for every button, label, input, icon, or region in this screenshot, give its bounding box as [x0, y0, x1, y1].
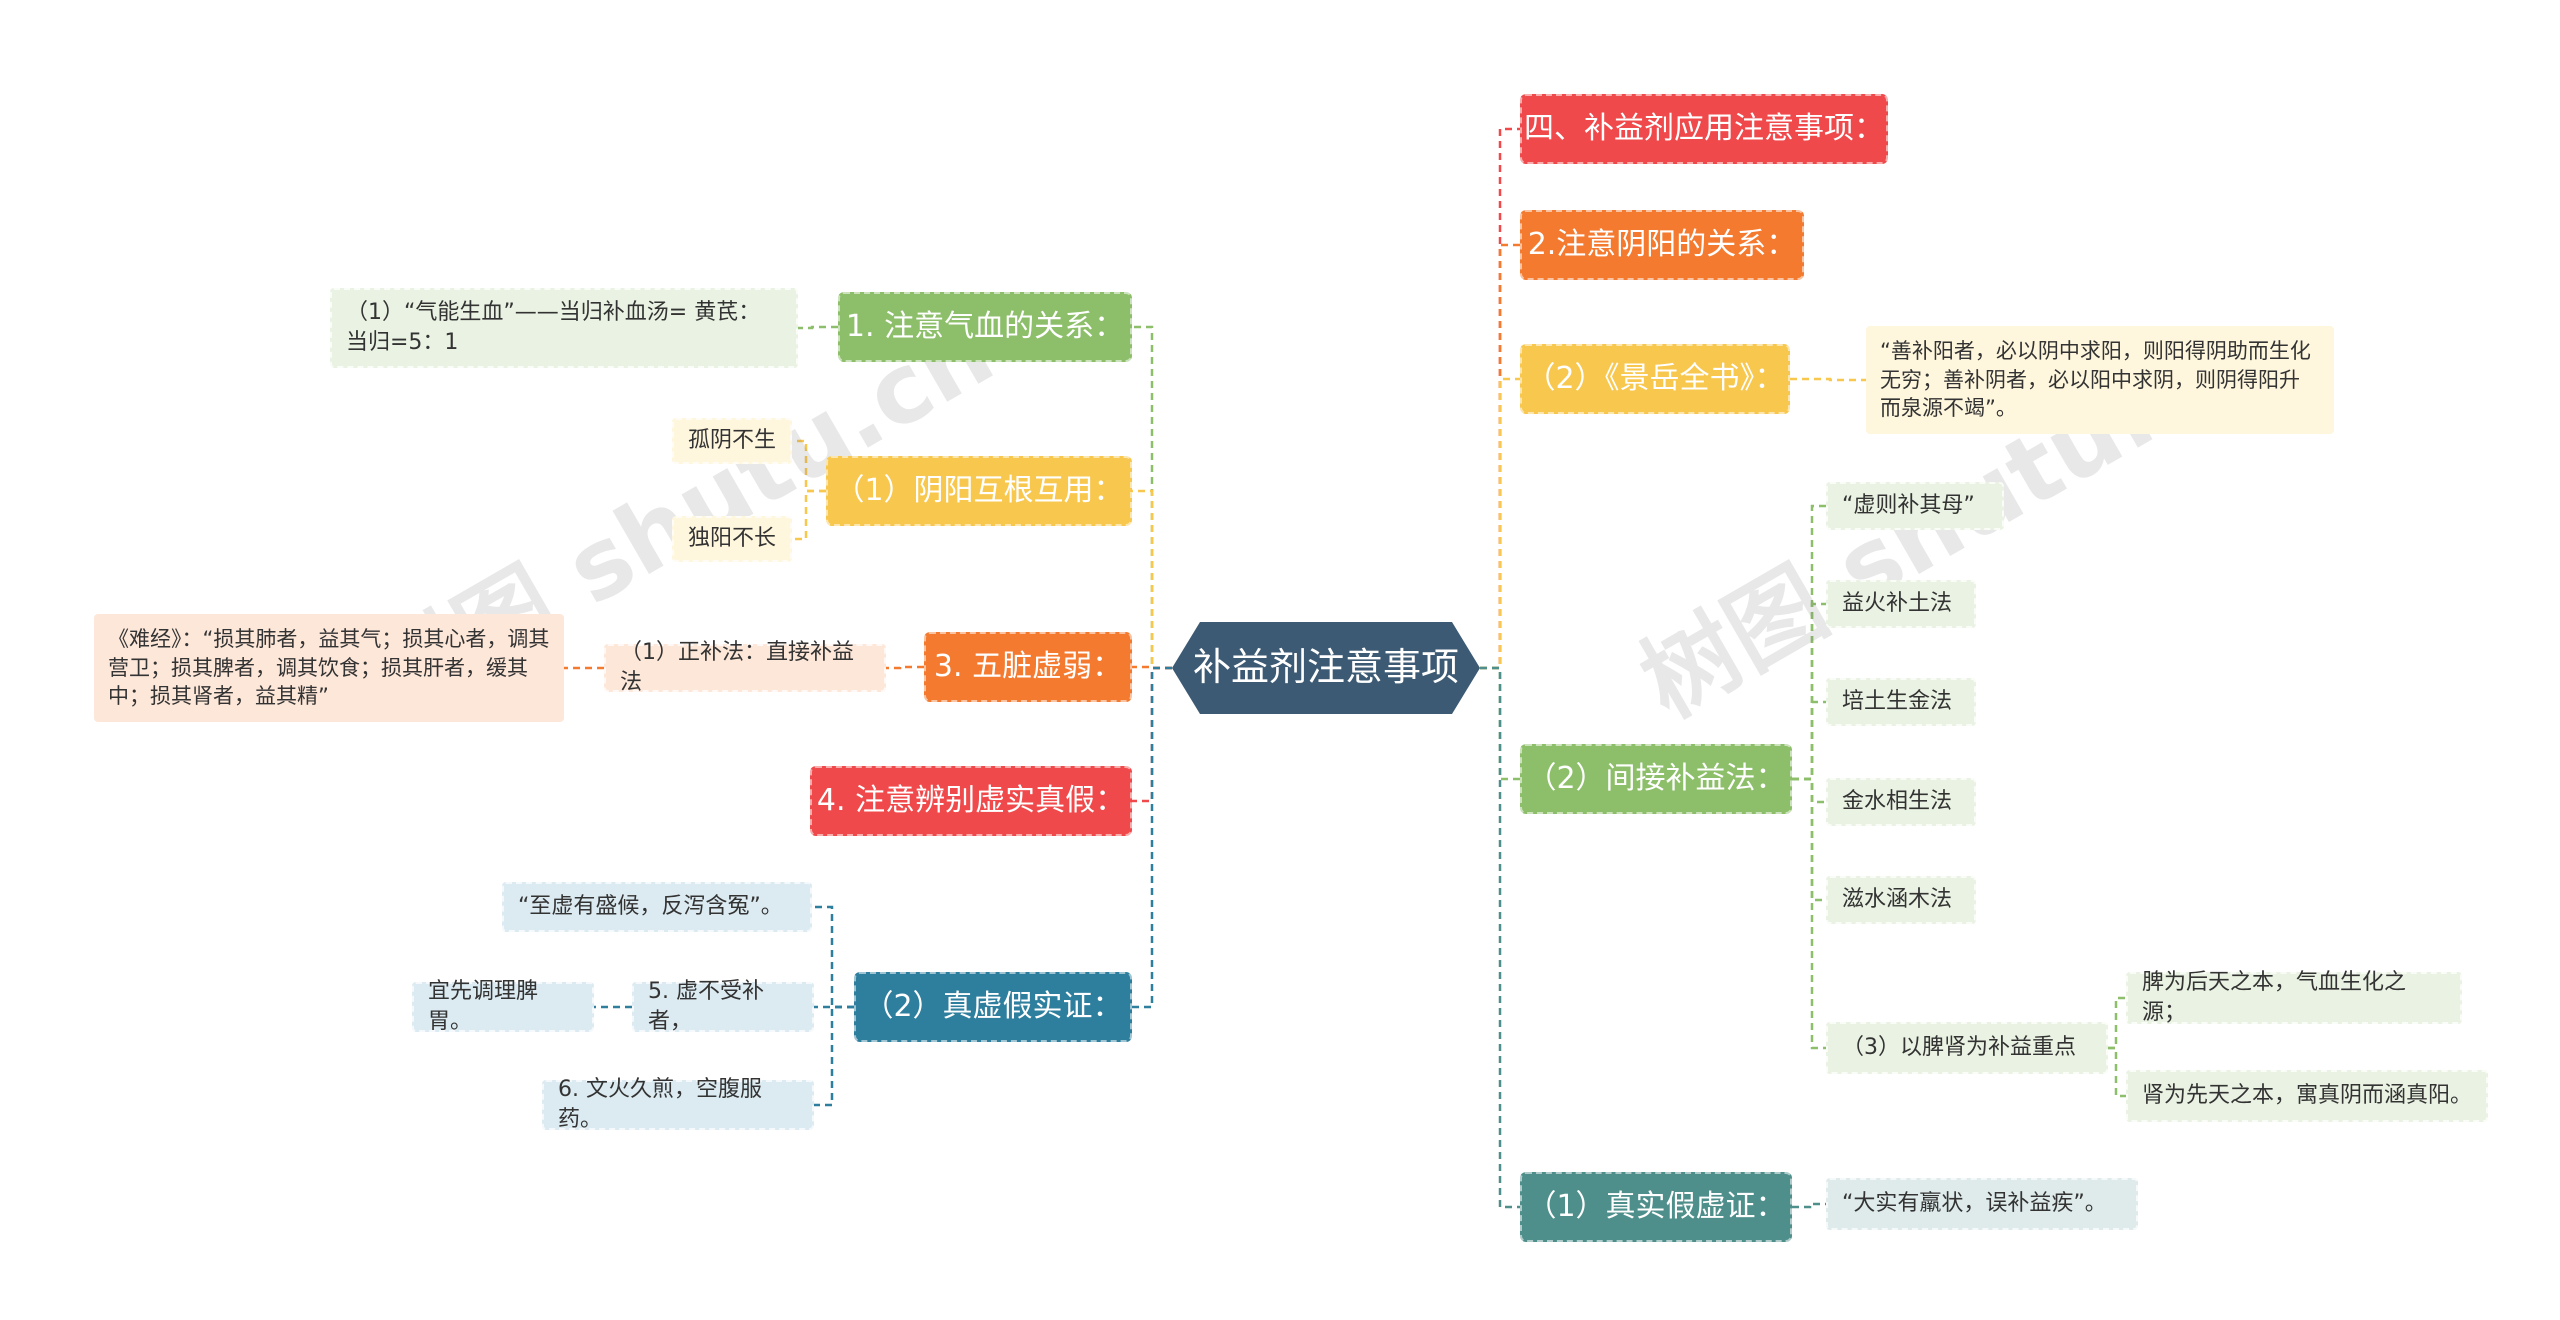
root-node[interactable]: 补益剂注意事项	[1172, 622, 1480, 714]
jingyue-quote-node: “善补阳者，必以阴中求阳，则阳得阴助而生化无穷；善补阴者，必以阳中求阴，则阴得阳…	[1866, 326, 2334, 434]
extreme-deficiency-quote: “至虚有盛候，反泻含冤”。	[502, 882, 812, 932]
link-solitary-yin	[792, 439, 826, 493]
right-branch-indirect[interactable]: （2）间接补益法：	[1520, 744, 1792, 814]
solitary-yang-node: 独阳不长	[672, 516, 792, 562]
direct-tonify-node: （1）正补法：直接补益法	[604, 640, 886, 695]
link-great-excess	[1792, 1202, 1826, 1209]
link-direct-tonify	[886, 665, 924, 670]
root-link-right-4	[1480, 666, 1520, 1209]
link-indirect-5	[1792, 777, 1826, 1050]
link-solitary-yang	[792, 489, 826, 541]
metal-water-node: 金水相生法	[1826, 778, 1976, 826]
left-branch-five-zang[interactable]: 3. 五脏虚弱：	[924, 632, 1132, 702]
slow-decoction-node: 6. 文火久煎，空腹服药。	[542, 1077, 814, 1132]
root-link-left-0	[1132, 325, 1172, 670]
root-link-left-4	[1132, 666, 1172, 1009]
nanjing-quote-node: 《难经》：“损其肺者，益其气；损其心者，调其营卫；损其脾者，调其饮食；损其肝者，…	[94, 614, 564, 722]
link-qi-blood-note	[798, 325, 838, 330]
spleen-kidney-node: （3）以脾肾为补益重点	[1826, 1022, 2108, 1074]
link-extreme-deficiency	[812, 905, 854, 1009]
left-branch-true-false[interactable]: 4. 注意辨别虚实真假：	[810, 766, 1132, 836]
water-wood-node: 滋水涵木法	[1826, 876, 1976, 924]
left-branch-yin-yang-rooting[interactable]: （1）阴阳互根互用：	[826, 456, 1132, 526]
root-link-left-1	[1132, 489, 1172, 670]
link-slow-decoction	[814, 1005, 854, 1107]
solitary-yin-node: 孤阴不生	[672, 418, 792, 464]
root-link-right-2	[1480, 377, 1520, 670]
regulate-spleen-node: 宜先调理脾胃。	[412, 979, 594, 1034]
left-branch-true-deficiency[interactable]: （2）真虚假实证：	[854, 972, 1132, 1042]
link-indirect-1	[1792, 602, 1826, 781]
great-excess-quote: “大实有羸状，误补益疾”。	[1826, 1178, 2138, 1230]
right-branch-jingyue[interactable]: （2）《景岳全书》：	[1520, 344, 1790, 414]
link-indirect-0	[1792, 504, 1826, 781]
right-branch-yin-yang[interactable]: 2.注意阴阳的关系：	[1520, 210, 1804, 280]
link-spleen-acquired	[2108, 996, 2126, 1050]
right-branch-notes-heading[interactable]: 四、补益剂应用注意事项：	[1520, 94, 1888, 164]
tonify-mother-node: “虚则补其母”	[1826, 482, 2004, 530]
link-indirect-2	[1792, 700, 1826, 781]
link-indirect-4	[1792, 777, 1826, 902]
root-link-left-2	[1132, 665, 1172, 670]
spleen-acquired-node: 脾为后天之本，气血生化之源；	[2126, 970, 2462, 1025]
right-branch-true-excess[interactable]: （1）真实假虚证：	[1520, 1172, 1792, 1242]
link-indirect-3	[1792, 777, 1826, 804]
link-jingyue	[1790, 377, 1866, 382]
cannot-tonify-node: 5. 虚不受补者，	[632, 979, 814, 1034]
left-branch-qi-blood[interactable]: 1. 注意气血的关系：	[838, 292, 1132, 362]
fire-earth-node: 益火补土法	[1826, 580, 1976, 628]
link-kidney-congenital	[2108, 1046, 2126, 1098]
kidney-congenital-node: 肾为先天之本，寓真阴而涵真阳。	[2126, 1070, 2488, 1122]
earth-metal-node: 培土生金法	[1826, 678, 1976, 726]
qi-blood-note: （1）“气能生血”——当归补血汤= 黄芪：当归=5：1	[330, 288, 798, 368]
